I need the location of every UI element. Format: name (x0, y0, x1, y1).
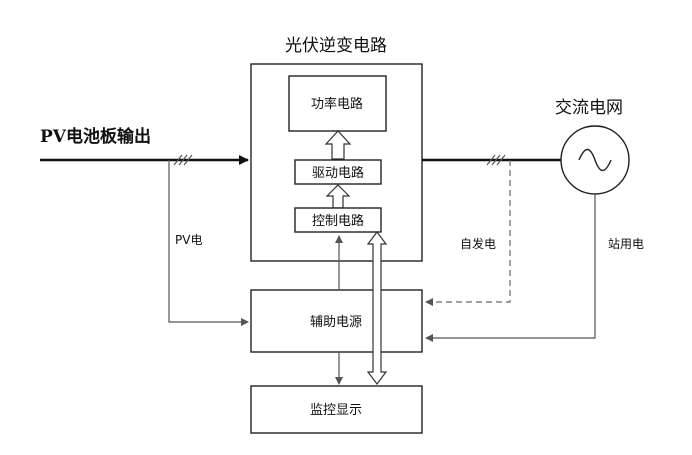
self-power-label: 自发电 (460, 236, 496, 251)
power-circuit-box (288, 75, 387, 132)
pv-three-phase-ticks (173, 154, 193, 166)
control-monitor-comm-arrow (366, 231, 388, 385)
sine-wave-icon (578, 148, 612, 172)
station-power-line (425, 194, 596, 342)
pv-output-label: PV电池板输出 (40, 126, 151, 147)
control-circuit-label: 控制电路 (312, 213, 364, 229)
inverter-title: 光伏逆变电路 (285, 36, 387, 56)
station-power-label: 站用电 (608, 237, 644, 251)
control-to-drive-arrow (325, 184, 351, 209)
monitor-display-box (250, 385, 423, 434)
aux-power-box (250, 289, 423, 353)
monitor-display-label: 监控显示 (310, 403, 362, 418)
drive-to-power-arrow (324, 130, 352, 160)
ac-grid-label: 交流电网 (555, 98, 623, 118)
power-circuit-label: 功率电路 (311, 96, 363, 112)
drive-circuit-box (294, 159, 382, 185)
self-power-line (425, 160, 511, 306)
control-circuit-box (294, 207, 382, 233)
drive-circuit-label: 驱动电路 (312, 165, 364, 181)
pv-power-line (168, 160, 249, 326)
ac-three-phase-ticks (486, 154, 506, 166)
pv-power-label: PV电 (175, 233, 202, 247)
aux-power-label: 辅助电源 (310, 315, 362, 330)
